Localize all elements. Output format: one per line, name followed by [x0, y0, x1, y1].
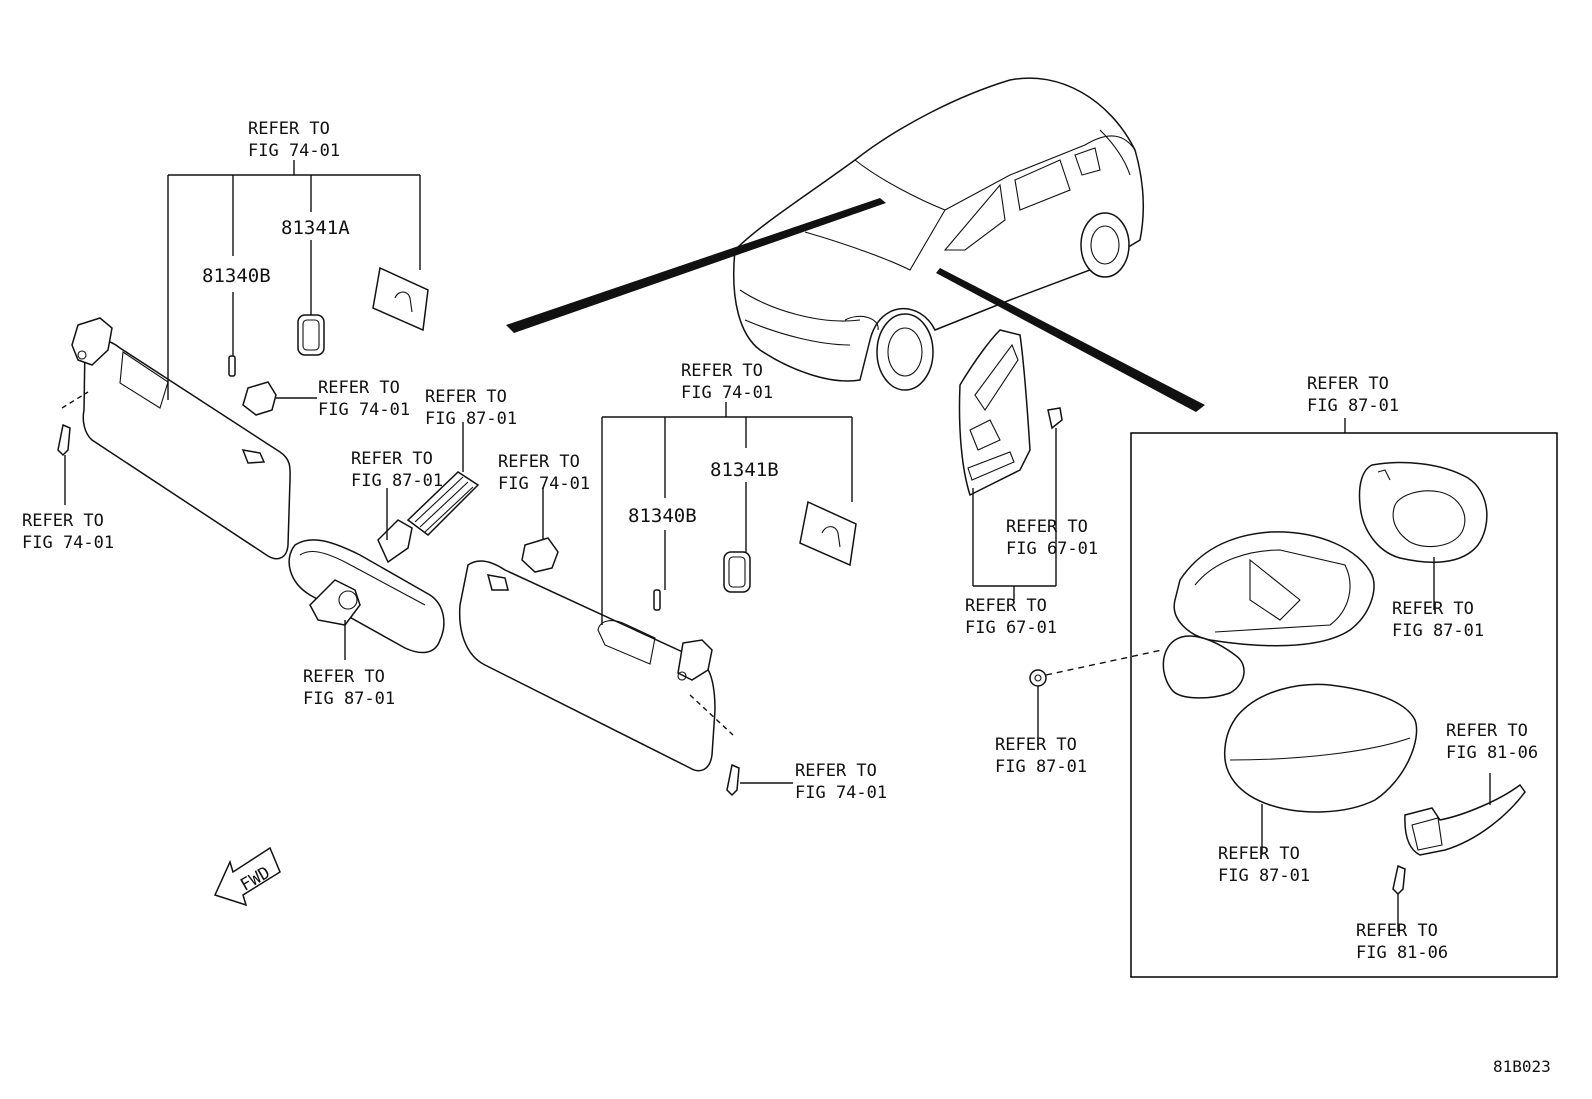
right-sun-visor [458, 560, 716, 772]
garnish-clip [1047, 407, 1063, 430]
svg-text:REFER TO: REFER TO [248, 119, 330, 139]
svg-text:REFER TO: REFER TO [1218, 844, 1300, 864]
visor-clip-center [521, 537, 559, 573]
ref-mirror-cap: REFER TO FIG 87-01 [1218, 844, 1310, 886]
screw-right [726, 763, 740, 797]
ref-mirror-stay: REFER TO FIG 87-01 [303, 667, 395, 709]
svg-text:FIG 74-01: FIG 74-01 [22, 533, 114, 553]
outer-mirror-housing [1162, 531, 1375, 699]
svg-text:FIG 87-01: FIG 87-01 [995, 757, 1087, 777]
svg-text:FIG 74-01: FIG 74-01 [795, 783, 887, 803]
svg-text:FIG 74-01: FIG 74-01 [681, 383, 773, 403]
mirror-cap [1223, 683, 1418, 813]
ref-mirror-glass: REFER TO FIG 87-01 [1392, 599, 1484, 641]
ref-turn-lamp: REFER TO FIG 81-06 [1446, 721, 1538, 763]
visor-mirror-gasket-right [723, 551, 751, 593]
svg-text:FIG 81-06: FIG 81-06 [1446, 743, 1538, 763]
outer-mirror-box [1130, 432, 1558, 978]
pillar-garnish [958, 329, 1031, 497]
ref-screw-left: REFER TO FIG 74-01 [22, 511, 114, 553]
svg-text:FIG 87-01: FIG 87-01 [303, 689, 395, 709]
svg-text:REFER TO: REFER TO [303, 667, 385, 687]
ref-lamp-screw: REFER TO FIG 81-06 [1356, 921, 1448, 963]
svg-text:FIG 87-01: FIG 87-01 [1307, 396, 1399, 416]
ref-top-left: REFER TO FIG 74-01 [248, 119, 340, 161]
left-sun-visor [71, 317, 291, 560]
fwd-arrow: FWD [213, 846, 281, 907]
svg-text:REFER TO: REFER TO [795, 761, 877, 781]
visor-mirror-cover-right [799, 500, 857, 567]
part-number-81341a: 81341A [281, 217, 350, 239]
svg-text:FIG 81-06: FIG 81-06 [1356, 943, 1448, 963]
svg-text:REFER TO: REFER TO [1392, 599, 1474, 619]
svg-text:FIG 87-01: FIG 87-01 [351, 471, 443, 491]
svg-text:REFER TO: REFER TO [995, 735, 1077, 755]
mirror-glass [1358, 461, 1488, 563]
svg-text:REFER TO: REFER TO [1307, 374, 1389, 394]
ref-clip-left: REFER TO FIG 74-01 [318, 378, 410, 420]
visor-mirror-cover-left [372, 266, 429, 332]
svg-text:FIG 67-01: FIG 67-01 [965, 618, 1057, 638]
svg-text:REFER TO: REFER TO [1006, 517, 1088, 537]
rear-view-mirror [288, 539, 445, 654]
mirror-cover [406, 471, 480, 536]
visor-clip-left [242, 381, 277, 416]
ref-garnish: REFER TO FIG 67-01 [965, 596, 1057, 638]
svg-text:FIG 87-01: FIG 87-01 [425, 409, 517, 429]
lamp-screw [1392, 864, 1406, 896]
diagram-code: 81B023 [1493, 1057, 1551, 1076]
ref-nut: REFER TO FIG 87-01 [995, 735, 1087, 777]
part-number-81340b-left: 81340B [202, 265, 271, 287]
ref-clip-center: REFER TO FIG 74-01 [498, 452, 590, 494]
screw-left [57, 423, 71, 457]
svg-text:REFER TO: REFER TO [498, 452, 580, 472]
svg-text:FIG 74-01: FIG 74-01 [248, 141, 340, 161]
ref-top-center: REFER TO FIG 74-01 [681, 361, 773, 403]
svg-text:REFER TO: REFER TO [318, 378, 400, 398]
mirror-bracket [377, 519, 413, 564]
vehicle-illustration [732, 77, 1145, 391]
ref-mirror-cover: REFER TO FIG 87-01 [425, 387, 517, 429]
svg-text:FIG 67-01: FIG 67-01 [1006, 539, 1098, 559]
svg-text:REFER TO: REFER TO [425, 387, 507, 407]
svg-text:REFER TO: REFER TO [22, 511, 104, 531]
svg-text:FIG 87-01: FIG 87-01 [1218, 866, 1310, 886]
part-number-81340b-right: 81340B [628, 505, 697, 527]
svg-text:FIG 74-01: FIG 74-01 [318, 400, 410, 420]
ref-outer-mirror: REFER TO FIG 87-01 [1307, 374, 1399, 416]
leader-wedge-right [936, 268, 1205, 412]
visor-mirror-gasket-left [297, 314, 325, 356]
visor-pin-left [228, 355, 236, 377]
svg-text:REFER TO: REFER TO [965, 596, 1047, 616]
part-number-81341b: 81341B [710, 459, 779, 481]
bracket-top-center [601, 402, 853, 625]
ref-mirror-bracket: REFER TO FIG 87-01 [351, 449, 443, 491]
svg-text:FIG 87-01: FIG 87-01 [1392, 621, 1484, 641]
svg-text:REFER TO: REFER TO [681, 361, 763, 381]
ref-garnish-clip: REFER TO FIG 67-01 [1006, 517, 1098, 559]
svg-text:FIG 74-01: FIG 74-01 [498, 474, 590, 494]
svg-text:REFER TO: REFER TO [351, 449, 433, 469]
turn-signal-lamp [1404, 783, 1526, 856]
svg-text:REFER TO: REFER TO [1356, 921, 1438, 941]
leader-wedge-left [506, 198, 886, 333]
bracket-top-left [167, 160, 421, 400]
visor-pin-right [653, 589, 661, 611]
mirror-nut [1029, 669, 1047, 687]
svg-text:REFER TO: REFER TO [1446, 721, 1528, 741]
ref-screw-right: REFER TO FIG 74-01 [795, 761, 887, 803]
